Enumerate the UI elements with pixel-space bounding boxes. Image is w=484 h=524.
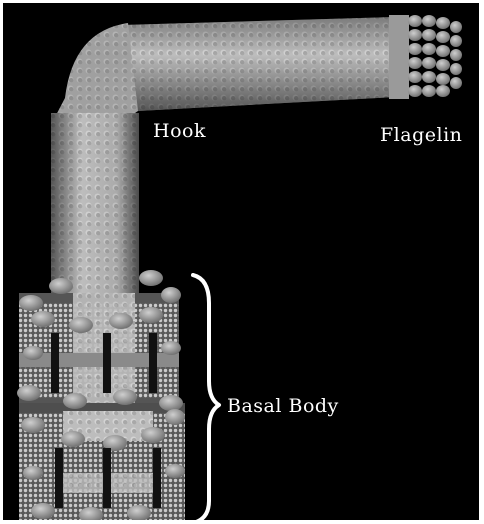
figure-frame: Hook Flagelin Basal Body bbox=[3, 3, 479, 520]
hook-label: Hook bbox=[153, 120, 206, 142]
basal-body-brace bbox=[193, 275, 219, 520]
basal-body bbox=[17, 270, 185, 520]
basal-body-label: Basal Body bbox=[227, 395, 339, 417]
flagellum-illustration bbox=[3, 3, 479, 520]
hook-tube bbox=[51, 17, 395, 323]
flagelin-label: Flagelin bbox=[380, 124, 462, 146]
flagelin-cap bbox=[389, 15, 462, 99]
